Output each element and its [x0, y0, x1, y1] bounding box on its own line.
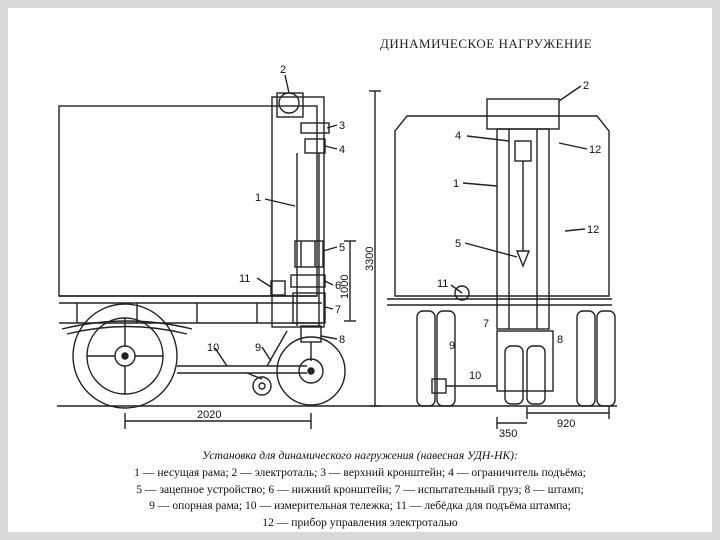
caption-line-2: 5 — зацепное устройство; 6 — нижний крон… — [136, 482, 584, 496]
callout-left-3: 3 — [339, 120, 345, 132]
callout-right-8: 8 — [557, 334, 563, 346]
slide-title: ДИНАМИЧЕСКОЕ НАГРУЖЕНИЕ — [380, 36, 593, 51]
truck-wheel — [72, 303, 178, 409]
callout-left-9: 9 — [255, 342, 261, 354]
dim-1000: 1000 — [339, 275, 351, 299]
callout-left-11: 11 — [239, 273, 250, 285]
callout-right-4: 4 — [455, 130, 461, 142]
truck-rear — [394, 115, 610, 297]
dim-350: 350 — [499, 428, 517, 440]
callout-left-10: 10 — [207, 342, 219, 354]
callout-right-5: 5 — [455, 238, 461, 250]
callout-right-10: 10 — [469, 370, 481, 382]
callout-right-12b: 12 — [587, 224, 599, 236]
dim-3300: 3300 — [364, 247, 376, 271]
callout-left-8: 8 — [339, 334, 345, 346]
callout-left-7: 7 — [335, 304, 341, 316]
diagram-figure: 2 3 4 1 5 6 7 8 9 10 11 3300 1000 2020 3… — [57, 61, 624, 440]
dim-2020: 2020 — [197, 409, 221, 421]
callout-left-2: 2 — [280, 64, 286, 76]
diagram-svg: 2 3 4 1 5 6 7 8 9 10 11 3300 1000 2020 3… — [57, 64, 617, 440]
lift-frame — [271, 96, 325, 328]
caption-line-4: 12 — прибор управления электроталью — [262, 516, 458, 530]
callout-right-12a: 12 — [589, 144, 601, 156]
truck-body — [58, 105, 318, 297]
figure-caption: Установка для динамического нагружения (… — [8, 448, 712, 532]
caption-line-3: 9 — опорная рама; 10 — измерительная тел… — [149, 499, 571, 513]
callout-right-1: 1 — [453, 178, 459, 190]
caption-line-1: 1 — несущая рама; 2 — электроталь; 3 — в… — [134, 465, 586, 479]
callout-right-11: 11 — [437, 278, 448, 290]
electro-hoist — [278, 92, 300, 114]
callout-right-2: 2 — [583, 80, 589, 92]
caption-heading: Установка для динамического нагружения (… — [202, 449, 518, 462]
callout-left-1: 1 — [255, 192, 261, 204]
callout-left-5: 5 — [339, 242, 345, 254]
callout-right-9: 9 — [449, 340, 455, 352]
callout-left-4: 4 — [339, 144, 345, 156]
callout-left-6: 6 — [335, 280, 341, 292]
callout-right-7: 7 — [483, 318, 489, 330]
dim-920: 920 — [557, 418, 575, 430]
